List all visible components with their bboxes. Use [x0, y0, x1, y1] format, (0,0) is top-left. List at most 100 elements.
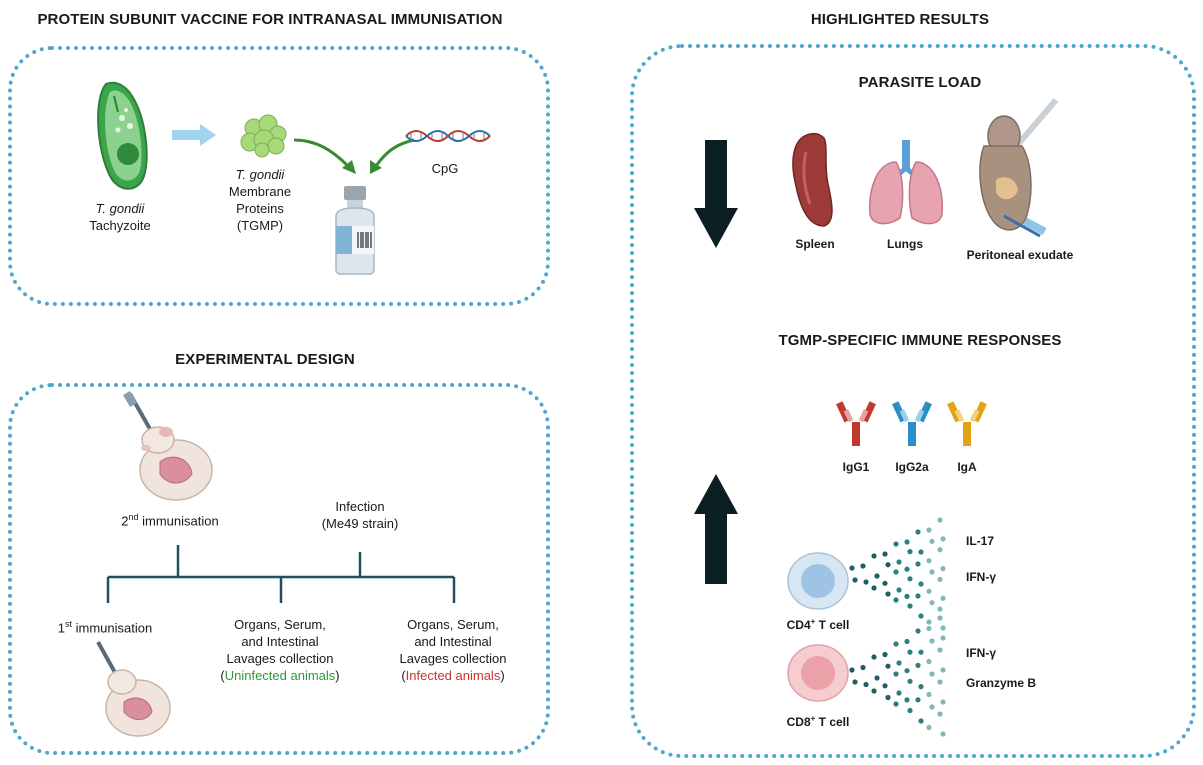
collection-b-line2: and Intestinal [414, 634, 492, 649]
cytokine-dot [863, 579, 869, 585]
cytokine-dot [937, 576, 943, 583]
cytokine-dot [926, 619, 932, 625]
cytokine-dot [918, 613, 924, 619]
cytokine-dot [882, 651, 888, 658]
cd8-label: CD8+ T cell [768, 711, 868, 730]
cytokine-dot [929, 638, 935, 644]
cytokine-dot [907, 707, 913, 714]
mouse-intranasal-icon-2 [96, 641, 171, 737]
cytokine-dot [904, 668, 910, 674]
cytokine-dot [915, 628, 921, 634]
curved-arrow-left-icon [293, 138, 356, 174]
cytokine-dot [929, 600, 935, 606]
cytokine-dot [918, 549, 924, 555]
collection-a-line2: and Intestinal [241, 634, 319, 649]
cytokine-dot [926, 588, 932, 594]
cytokine-dot [929, 569, 935, 575]
cytokine-dot [940, 625, 946, 631]
cytokine-dot [849, 565, 855, 571]
cytokine-dot [874, 675, 880, 681]
cytokine-dot [885, 694, 891, 701]
mouse-intranasal-icon [123, 390, 213, 501]
antibody-igg1-icon [836, 401, 876, 446]
antibody-igg2a-icon [892, 401, 932, 446]
collection-infected: Organs, Serum, and Intestinal Lavages co… [378, 616, 528, 684]
cytokine-dot [915, 561, 921, 567]
spleen-label: Spleen [795, 237, 835, 251]
il17-label: IL-17 [966, 534, 995, 548]
cytokine-dot [918, 718, 924, 724]
first-text: immunisation [72, 620, 153, 636]
first-prefix: 1 [57, 620, 65, 636]
cd8-prefix: CD8 [786, 715, 811, 729]
cytokine-dot [904, 539, 910, 545]
cytokine-dot [937, 679, 943, 685]
curved-arrow-right-icon [370, 138, 415, 174]
cytokine-dot [882, 683, 888, 689]
arrow-right-icon [172, 124, 216, 146]
cytokine-dot [907, 603, 913, 609]
cytokine-dot [926, 558, 932, 564]
cytokine-dot [926, 625, 932, 632]
cytokine-dot [915, 593, 921, 599]
cytokine-dot [926, 527, 932, 533]
cpg-label: CpG [431, 161, 459, 176]
cytokine-dot [929, 671, 935, 677]
second-prefix: 2 [121, 513, 129, 529]
cytokine-dot [871, 654, 877, 660]
infection-label: Infection (Me49 strain) [300, 498, 420, 532]
cytokine-dot [904, 593, 910, 599]
cytokine-dot [929, 538, 935, 544]
cd4-sup: + [810, 617, 816, 626]
cytokine-dot [852, 577, 858, 583]
antibody-iga-icon [947, 401, 987, 446]
results-panel [630, 44, 1196, 758]
cytokine-dot [882, 580, 888, 586]
cytokine-dot [893, 641, 899, 647]
cytokine-dot [896, 559, 902, 565]
cytokine-dot [852, 679, 858, 685]
cytokine-dot [940, 536, 946, 542]
cytokine-dot [874, 573, 880, 579]
cytokine-dot [896, 587, 902, 593]
dna-helix-icon [405, 130, 491, 142]
up-arrow-icon [694, 474, 738, 584]
cytokine-dot [937, 547, 943, 553]
paren-close-b: ) [500, 668, 505, 683]
infected-status: Infected animals [405, 668, 501, 683]
tachyzoite-icon [97, 81, 148, 190]
cytokine-dot [904, 566, 910, 572]
experimental-title: EXPERIMENTAL DESIGN [175, 351, 355, 368]
cd8-sup: + [810, 714, 816, 723]
paren-open-a: ( [220, 668, 225, 683]
cytokine-dot [893, 597, 899, 603]
cytokine-dot [937, 606, 943, 612]
cytokine-dot [893, 541, 899, 547]
second-immunisation-label: 2nd immunisation [90, 509, 250, 529]
vaccine-vial-icon [335, 186, 375, 275]
cd8-t-cell-icon [787, 644, 849, 702]
cytokine-dot [915, 529, 921, 535]
cytokine-dot [885, 591, 891, 597]
tgmp-line2: Proteins [236, 201, 284, 216]
cytokine-dot [937, 711, 943, 717]
tgmp-species: T. gondii [235, 167, 285, 182]
cytokine-dot [915, 662, 921, 668]
vaccine-title: PROTEIN SUBUNIT VACCINE FOR INTRANASAL I… [37, 11, 503, 28]
cytokine-dot [885, 562, 891, 568]
cd4-label: CD4+ T cell [768, 614, 868, 633]
mouse-peritoneal-icon [979, 98, 1059, 238]
cytokine-dot [940, 699, 946, 705]
spleen-icon [792, 132, 833, 227]
lungs-label: Lungs [887, 237, 923, 251]
second-sup: nd [128, 512, 139, 522]
membrane-protein-icon [240, 114, 287, 158]
cytokine-dot [904, 697, 910, 703]
cytokine-dots-icon-cd8 [849, 615, 946, 737]
cytokine-dot [940, 565, 946, 572]
cytokine-dot [860, 664, 866, 671]
down-arrow-icon [694, 140, 738, 248]
cytokine-dots-icon [849, 517, 946, 631]
tgmp-line1: Membrane [228, 184, 292, 199]
